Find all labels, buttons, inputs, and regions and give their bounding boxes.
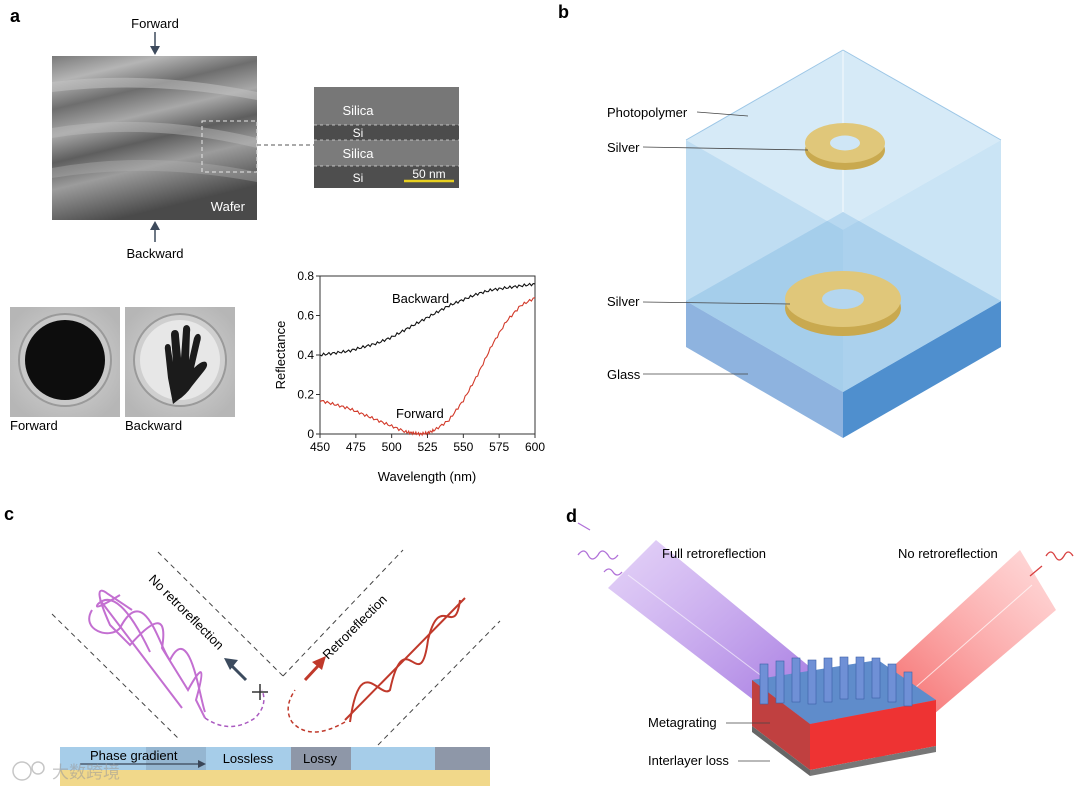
y-axis-label: Reflectance [273, 321, 288, 390]
wafer-label: Wafer [211, 199, 246, 214]
y-tick-label: 0.8 [297, 269, 314, 283]
y-tick-label: 0.6 [297, 309, 314, 323]
zoom-box [201, 120, 258, 173]
label-phase-gradient: Phase gradient [90, 748, 178, 763]
watermark-text: 大数跨境 [52, 763, 120, 782]
series-line-forward [319, 297, 536, 437]
layer-si-1: Si [353, 126, 364, 140]
purple-path [204, 689, 265, 728]
panel-label-a: a [10, 6, 21, 26]
label-glass: Glass [607, 367, 641, 382]
label-no-retroreflection-d: No retroreflection [898, 546, 998, 561]
silver-ring-top [805, 123, 885, 170]
series-label-backward: Backward [392, 291, 449, 306]
cube-diagram [685, 49, 1002, 438]
label-full-retroreflection: Full retroreflection [662, 546, 766, 561]
layer-silica-1: Silica [342, 103, 374, 118]
watermark-logo: 大数跨境 [12, 761, 120, 782]
x-tick-label: 600 [525, 440, 545, 454]
red-photon-icon [1029, 551, 1074, 577]
hand-icon [164, 325, 208, 404]
red-path [287, 689, 346, 733]
x-tick-label: 450 [310, 440, 330, 454]
panel-label-d: d [566, 506, 577, 526]
label-lossy: Lossy [303, 751, 337, 766]
backward-label: Backward [126, 246, 183, 261]
forward-photo [10, 307, 120, 417]
label-interlayer-loss: Interlayer loss [648, 753, 729, 768]
tem-inset [314, 87, 459, 188]
cross-marker-icon [252, 684, 268, 700]
reflectance-chart: 450 475 500 525 550 575 600 0 0.2 0.4 0.6 0.8 Wave… [273, 269, 545, 484]
label-retroreflection: Retroreflection [320, 592, 390, 662]
series-line-backward [319, 282, 536, 357]
up-arrow-icon [150, 221, 160, 242]
photo-backward-label: Backward [125, 418, 182, 433]
x-tick-label: 500 [382, 440, 402, 454]
y-tick-label: 0 [307, 427, 314, 441]
x-tick-label: 475 [346, 440, 366, 454]
y-tick-label: 0.2 [297, 388, 314, 402]
d-leaders [726, 722, 770, 762]
down-arrow-icon [150, 32, 160, 55]
y-axis: 0 0.2 0.4 0.6 0.8 [297, 269, 320, 441]
label-photopolymer: Photopolymer [607, 105, 688, 120]
scale-label: 50 nm [412, 167, 445, 181]
metagrating-block [752, 656, 936, 776]
red-wave [344, 597, 466, 723]
cube-leaders [642, 111, 809, 375]
label-silver-bottom: Silver [607, 294, 640, 309]
purple-photon-icon [577, 522, 623, 576]
purple-wave [88, 589, 206, 719]
x-tick-label: 550 [453, 440, 473, 454]
photo-forward-label: Forward [10, 418, 58, 433]
y-tick-label: 0.4 [297, 348, 314, 362]
sem-image [52, 56, 258, 220]
layer-bar [60, 747, 490, 786]
chart-series [319, 282, 536, 437]
label-no-retroreflection: No retroreflection [146, 572, 227, 653]
label-metagrating: Metagrating [648, 715, 717, 730]
silver-ring-bottom [785, 271, 901, 336]
x-tick-label: 525 [417, 440, 437, 454]
label-silver-top: Silver [607, 140, 640, 155]
backward-photo [125, 307, 235, 417]
x-tick-label: 575 [489, 440, 509, 454]
up-left-arrow-icon [224, 658, 248, 682]
up-right-arrow-icon [303, 656, 326, 682]
beam-boundaries [51, 549, 501, 746]
layer-si-2: Si [353, 171, 364, 185]
forward-label: Forward [131, 16, 179, 31]
x-axis: 450 475 500 525 550 575 600 [310, 434, 545, 454]
series-label-forward: Forward [396, 406, 444, 421]
x-axis-label: Wavelength (nm) [378, 469, 477, 484]
label-lossless: Lossless [223, 751, 274, 766]
layer-silica-2: Silica [342, 146, 374, 161]
panel-label-c: c [4, 504, 14, 524]
panel-label-b: b [558, 2, 569, 22]
